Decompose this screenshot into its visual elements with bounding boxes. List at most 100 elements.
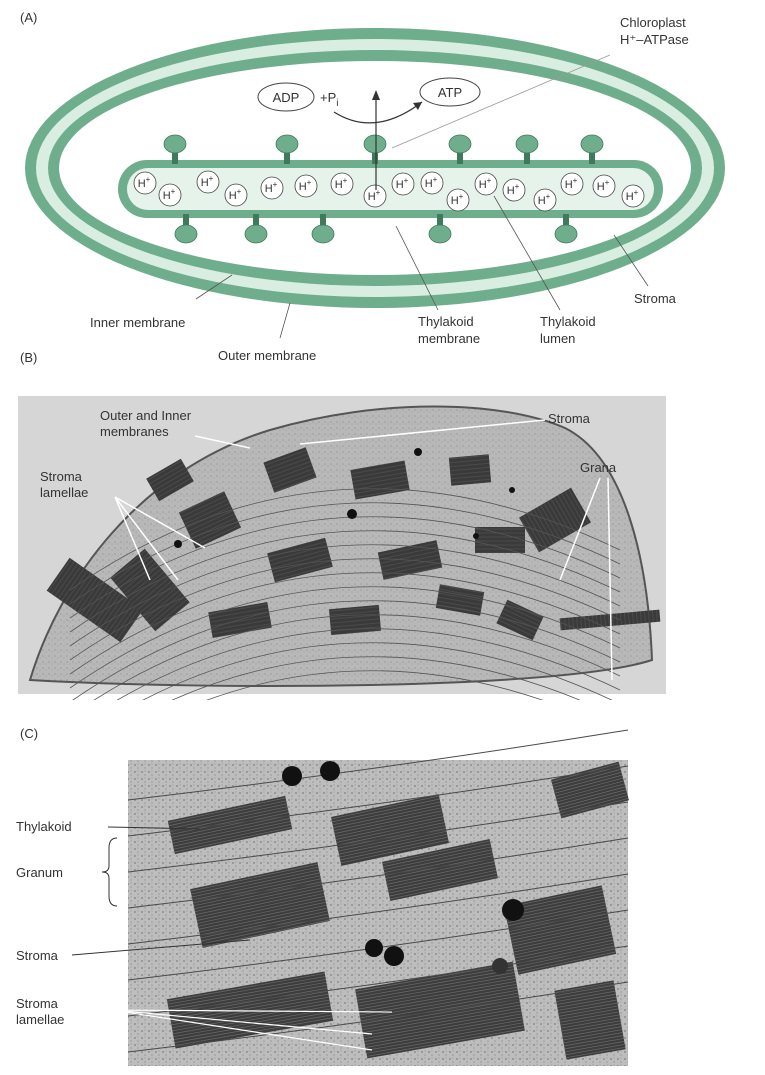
atpase-head — [175, 225, 197, 243]
atpase-head — [312, 225, 334, 243]
adp-label: ADP — [273, 90, 300, 105]
h-ion-symbol: H — [265, 183, 273, 195]
granum-stack — [449, 454, 491, 485]
h-ion-charge: + — [459, 192, 464, 201]
h-ion-charge: + — [307, 178, 312, 187]
plastoglobule — [320, 761, 340, 781]
panel-c-micrograph: (C) Thylakoid Granum Stroma Stroma lamel… — [0, 700, 765, 1070]
h-ion-symbol: H — [597, 181, 605, 193]
atpase-stalk — [457, 152, 463, 164]
atpase-head — [364, 135, 386, 153]
atpase-stalk — [563, 214, 569, 226]
h-ion: H+ — [364, 185, 386, 207]
h-ion: H+ — [331, 173, 353, 195]
h-ion-symbol: H — [229, 190, 237, 202]
plastoglobule — [282, 766, 302, 786]
h-ion-charge: + — [634, 188, 639, 197]
panel-a-diagram: (A) H+H+H+H+H+H+H+H+H+H+H+H+H+H+H+H+H+ A… — [0, 0, 765, 370]
h-ion-charge: + — [209, 174, 214, 183]
h-ion-symbol: H — [565, 179, 573, 191]
panel-b-letter: (B) — [20, 350, 37, 365]
h-ion-symbol: H — [425, 178, 433, 190]
h-ion: H+ — [561, 173, 583, 195]
outer-membrane-leader — [280, 303, 290, 338]
atpase-head — [245, 225, 267, 243]
h-ion-charge: + — [343, 176, 348, 185]
stroma-label-b: Stroma — [548, 411, 591, 426]
plastoglobule — [347, 509, 357, 519]
atpase-stalk — [172, 152, 178, 164]
plastoglobule — [365, 939, 383, 957]
thylakoid-lumen-label-1: Thylakoid — [540, 314, 596, 329]
thylakoid-label-c: Thylakoid — [16, 819, 72, 834]
atpase-head — [164, 135, 186, 153]
h-ion-symbol: H — [138, 178, 146, 190]
granum-stack — [475, 527, 525, 553]
grana-label: Grana — [580, 460, 617, 475]
h-ion: H+ — [622, 185, 644, 207]
atpase-head — [516, 135, 538, 153]
atpase-stalk — [372, 152, 378, 164]
h-ion: H+ — [159, 184, 181, 206]
stroma-label-a: Stroma — [634, 291, 677, 306]
atp-label: ATP — [438, 85, 462, 100]
h-ion: H+ — [503, 179, 525, 201]
h-ion-symbol: H — [396, 179, 404, 191]
granum-label: Granum — [16, 865, 63, 880]
h-ion-symbol: H — [507, 185, 515, 197]
h-ion-charge: + — [433, 175, 438, 184]
plastoglobule — [509, 487, 515, 493]
h-ion-charge: + — [146, 175, 151, 184]
h-ion-charge: + — [573, 176, 578, 185]
granum-stack — [329, 605, 381, 635]
atpase-stalk — [524, 152, 530, 164]
pi-subscript: i — [336, 98, 338, 109]
atpase-head — [449, 135, 471, 153]
plastoglobule — [384, 946, 404, 966]
plastoglobule — [174, 540, 182, 548]
atpase-stalk — [589, 152, 595, 164]
h-ion-symbol: H — [626, 191, 634, 203]
h-ion-charge: + — [404, 176, 409, 185]
outer-inner-label-2: membranes — [100, 424, 169, 439]
atpase-stalk — [284, 152, 290, 164]
atpase-stalk — [253, 214, 259, 226]
atpase-stalk — [320, 214, 326, 226]
h-ion: H+ — [134, 172, 156, 194]
plastoglobule — [473, 533, 479, 539]
plastoglobule — [502, 899, 524, 921]
h-ion-symbol: H — [368, 191, 376, 203]
h-ion-charge: + — [273, 180, 278, 189]
h-ion: H+ — [225, 184, 247, 206]
atpase-head — [276, 135, 298, 153]
h-ion: H+ — [197, 171, 219, 193]
thylakoid-micrograph: (C) Thylakoid Granum Stroma Stroma lamel… — [0, 700, 765, 1070]
h-ion-symbol: H — [201, 177, 209, 189]
atpase-stalk — [183, 214, 189, 226]
stroma-lamellae-label-c-2: lamellae — [16, 1012, 64, 1027]
h-ion-symbol: H — [479, 179, 487, 191]
h-ion-charge: + — [605, 178, 610, 187]
h-ion: H+ — [534, 189, 556, 211]
stroma-lamellae-label-b-2: lamellae — [40, 485, 88, 500]
h-ion-symbol: H — [335, 179, 343, 191]
h-ion-symbol: H — [163, 190, 171, 202]
stroma-lamellae-label-c-1: Stroma — [16, 996, 59, 1011]
h-ion-charge: + — [546, 192, 551, 201]
h-ion-symbol: H — [451, 195, 459, 207]
plastoglobule — [414, 448, 422, 456]
h-ion-charge: + — [515, 182, 520, 191]
panel-b-micrograph: (B) Outer and Inner membranes Stroma Str… — [0, 340, 765, 700]
h-ion-symbol: H — [299, 181, 307, 193]
atpase-stalk — [437, 214, 443, 226]
h-ion: H+ — [593, 175, 615, 197]
h-ion-symbol: H — [538, 195, 546, 207]
pi-text: +P — [320, 90, 336, 105]
chloroplast-micrograph: (B) Outer and Inner membranes Stroma Str… — [0, 340, 765, 700]
h-ion-charge: + — [171, 187, 176, 196]
h-ion-charge: + — [487, 176, 492, 185]
h-ion: H+ — [475, 173, 497, 195]
atpase-label: H⁺–ATPase — [620, 32, 689, 47]
thylakoid-membrane-label-1: Thylakoid — [418, 314, 474, 329]
stroma-label-c: Stroma — [16, 948, 59, 963]
